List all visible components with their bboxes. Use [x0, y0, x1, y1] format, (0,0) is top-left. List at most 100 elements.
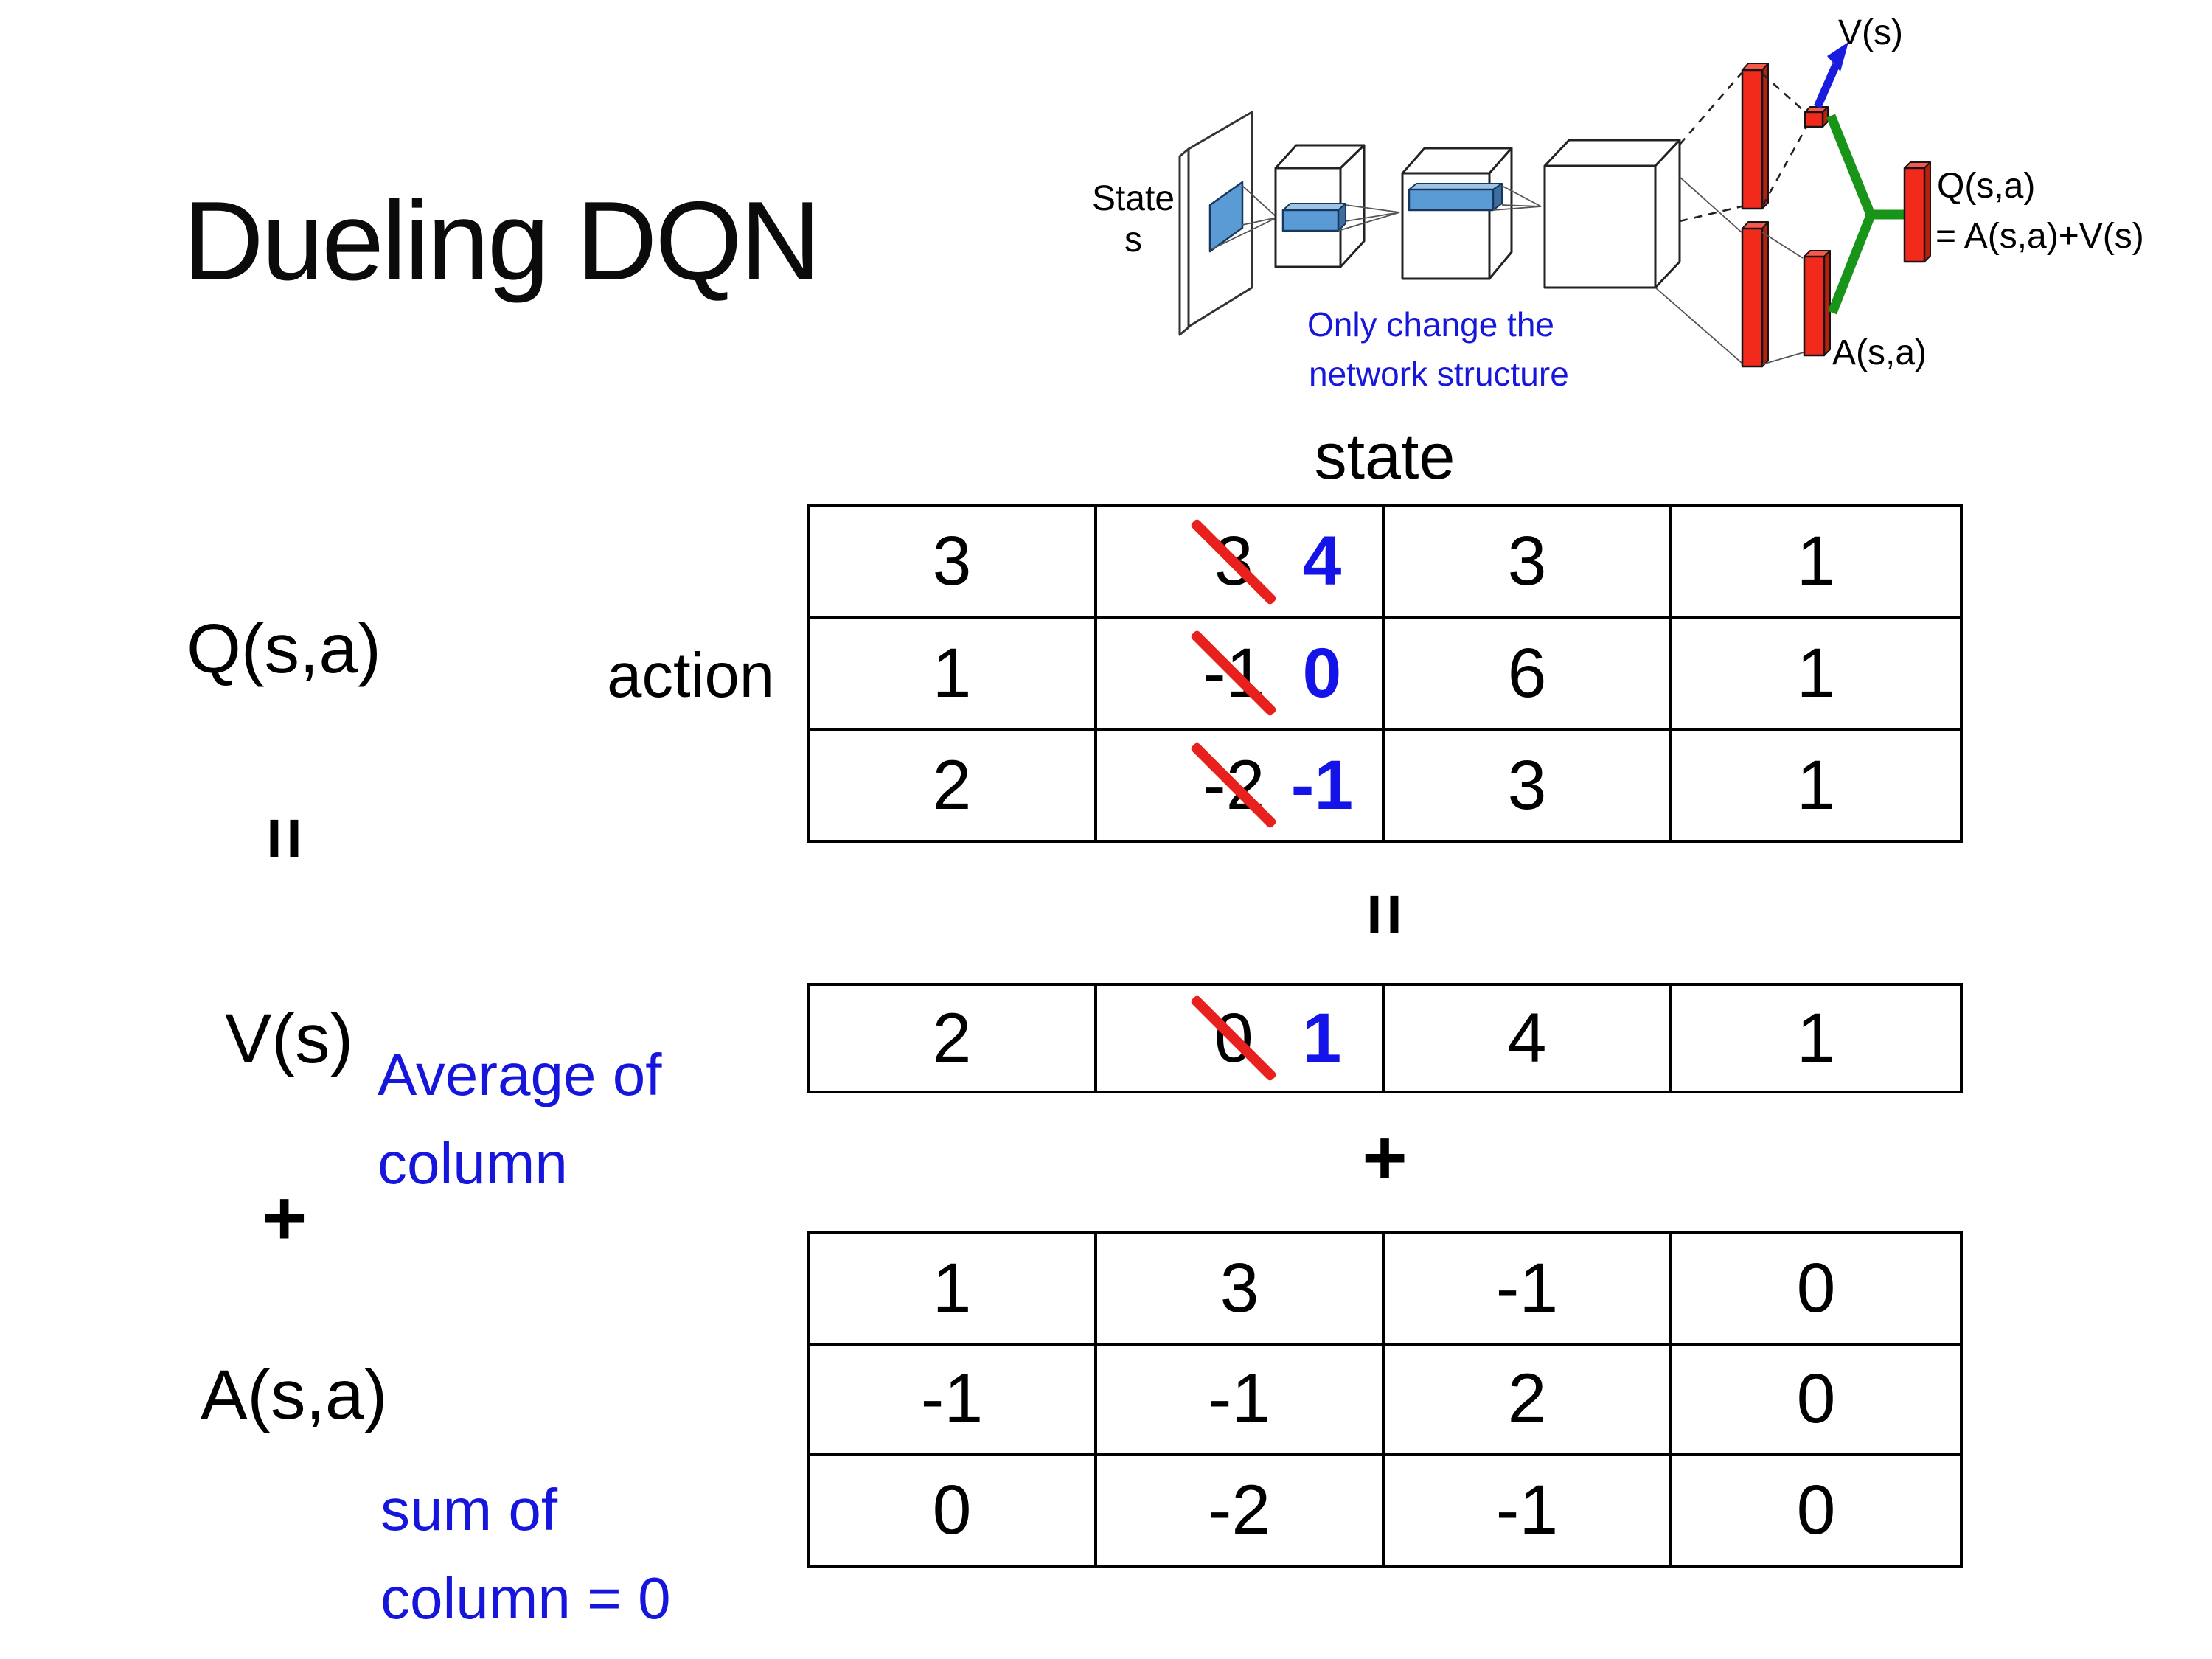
q-output-bar: [1903, 167, 1926, 263]
input-frame-side: [1178, 147, 1190, 336]
fc-cube: [1543, 164, 1657, 289]
table-cell: 34: [1097, 507, 1385, 616]
cell-value: 1: [1796, 522, 1836, 601]
new-value: 4: [1302, 522, 1342, 601]
cell-value: 3: [1507, 745, 1547, 824]
value-scalar-box: [1804, 111, 1824, 128]
diagram-state-label-line1: State: [1092, 179, 1175, 218]
v-arrow-head: [1827, 42, 1848, 72]
action-axis-label: action: [607, 641, 774, 711]
cell-value: 1: [932, 633, 972, 712]
cell-value: 3: [932, 522, 972, 601]
cell-value: 0: [932, 1471, 972, 1550]
advantage-fc-bar: [1741, 227, 1764, 368]
table-cell: 01: [1097, 986, 1385, 1091]
table-cell: -2-1: [1097, 728, 1385, 840]
cell-value: -2: [1208, 1471, 1271, 1550]
sum-note-line1: sum of: [380, 1477, 558, 1543]
diagram-q-output-label-line1: Q(s,a): [1937, 167, 2035, 206]
table-cell: 1: [1672, 728, 1960, 840]
a-table: 1 3 -1 0 -1 -1 2 0 0 -2 -1 0: [807, 1231, 1963, 1568]
page-title: Dueling DQN: [183, 178, 821, 304]
table-cell: 0: [1672, 1453, 1960, 1565]
cell-value: 1: [1796, 633, 1836, 712]
feature-box-2: [1408, 188, 1495, 212]
feature-box-1: [1281, 209, 1340, 232]
equals-center-wrap: =: [807, 874, 1963, 955]
conv-filter-icon: [1208, 181, 1244, 253]
cell-value: -1: [1495, 1248, 1559, 1327]
diagram-state-label-line2: s: [1124, 220, 1142, 260]
table-cell: 3: [810, 507, 1097, 616]
diagram-v-output-label: V(s): [1838, 13, 1903, 52]
q-term-label: Q(s,a): [187, 610, 381, 688]
combine-green-upper-arm: [1826, 114, 1876, 217]
equals-center: =: [1343, 892, 1426, 936]
plus-center: +: [1362, 1115, 1408, 1201]
cell-value: 4: [1507, 998, 1547, 1077]
table-cell: -10: [1097, 616, 1385, 728]
diagram-note-line2: network structure: [1309, 355, 1569, 393]
cell-value: 2: [1507, 1360, 1547, 1439]
v-arrow-shaft: [1813, 63, 1840, 109]
new-value: 1: [1302, 998, 1342, 1077]
table-cell: 0: [810, 1453, 1097, 1565]
combine-green-lower-arm: [1827, 213, 1876, 315]
table-cell: 1: [1672, 986, 1960, 1091]
cell-value: 1: [1796, 745, 1836, 824]
table-cell: -1: [810, 1342, 1097, 1454]
network-diagram: State s: [1092, 13, 2144, 393]
table-cell: -1: [1385, 1234, 1672, 1343]
table-cell: 1: [1672, 507, 1960, 616]
table-cell: 2: [810, 728, 1097, 840]
feature-box-1-top: [1282, 203, 1346, 211]
cell-value: 0: [1796, 1360, 1836, 1439]
cell-value: 6: [1507, 633, 1547, 712]
sum-note-line2: column = 0: [380, 1565, 671, 1631]
table-cell: 1: [810, 616, 1097, 728]
sum-note: sum of column = 0: [380, 1466, 671, 1643]
table-cell: 1: [1672, 616, 1960, 728]
diagram-note-line1: Only change the: [1307, 305, 1554, 344]
average-note-line2: column: [378, 1130, 568, 1196]
cell-value: 0: [1796, 1471, 1836, 1550]
plus-left: +: [262, 1175, 307, 1262]
table-cell: 6: [1385, 616, 1672, 728]
cell-value: 2: [932, 998, 972, 1077]
a-term-label: A(s,a): [201, 1356, 388, 1434]
average-note: Average of column: [378, 1031, 661, 1208]
new-value: -1: [1290, 745, 1354, 824]
table-cell: 3: [1097, 1234, 1385, 1343]
new-value: 0: [1302, 633, 1342, 712]
table-cell: 1: [810, 1234, 1097, 1343]
v-term-label: V(s): [225, 1000, 354, 1078]
average-note-line1: Average of: [378, 1042, 662, 1107]
cell-value: -1: [920, 1360, 984, 1439]
cell-value: 3: [1507, 522, 1547, 601]
diagram-a-output-label: A(s,a): [1832, 333, 1927, 372]
table-cell: 0: [1672, 1234, 1960, 1343]
table-cell: -2: [1097, 1453, 1385, 1565]
cell-value: 2: [932, 745, 972, 824]
cell-value: 1: [932, 1248, 972, 1327]
state-axis-label: state: [1314, 420, 1455, 493]
v-table: 2 01 4 1: [807, 983, 1963, 1093]
diagram-q-output-label-line2: = A(s,a)+V(s): [1935, 217, 2144, 256]
cell-value: -1: [1495, 1471, 1559, 1550]
equals-left: =: [243, 816, 326, 860]
value-fc-bar: [1741, 69, 1764, 210]
cell-value: 1: [1796, 998, 1836, 1077]
advantage-output-bar: [1803, 255, 1826, 357]
cell-value: -1: [1208, 1360, 1271, 1439]
table-cell: -1: [1385, 1453, 1672, 1565]
table-cell: 4: [1385, 986, 1672, 1091]
table-cell: 3: [1385, 728, 1672, 840]
table-cell: 2: [1385, 1342, 1672, 1454]
cell-value: 3: [1220, 1248, 1259, 1327]
cell-value: 0: [1796, 1248, 1836, 1327]
table-cell: 2: [810, 986, 1097, 1091]
table-cell: 3: [1385, 507, 1672, 616]
fc-cube-side: [1654, 139, 1681, 289]
